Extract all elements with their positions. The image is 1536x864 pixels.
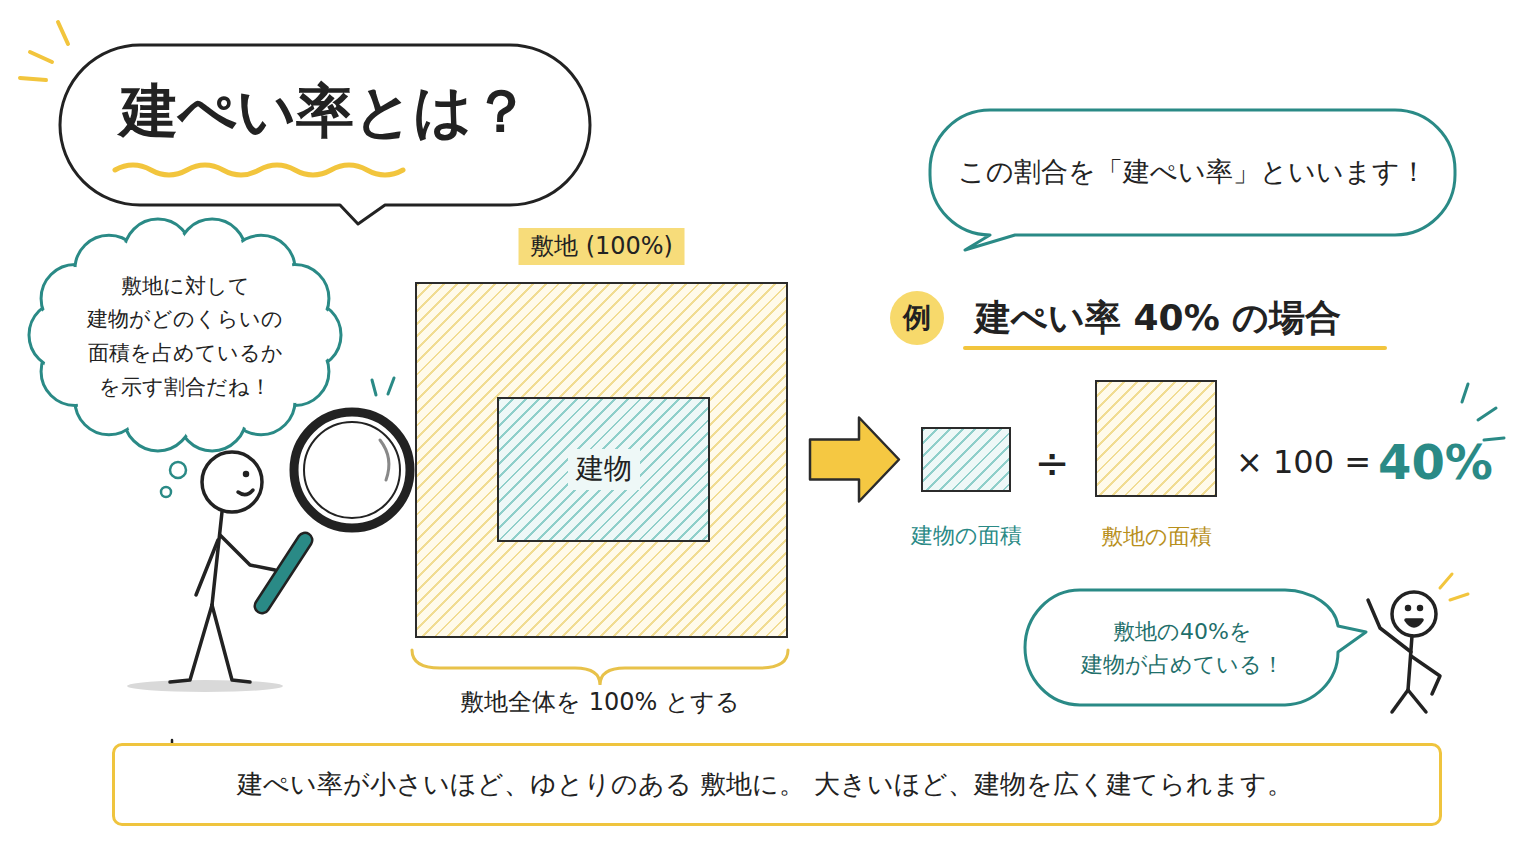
box-text: 敷地の40%を 建物が占めている！ [1028, 615, 1337, 681]
bracket [412, 650, 788, 685]
operator: × 100 = [1236, 443, 1371, 481]
thought-dot [161, 487, 171, 497]
speech-bubble [930, 110, 1455, 250]
title: 建ぺい率とは？ [120, 73, 530, 151]
speech-bubble: 敷地の40%を 建物が占めている！ [1028, 598, 1337, 698]
box-text: 建物 [568, 449, 640, 489]
title-sparks [20, 22, 68, 80]
shadow [127, 680, 283, 692]
magnifier [262, 412, 410, 606]
box-heading: 建物の面積 [911, 522, 1022, 551]
block-arrow [810, 418, 899, 502]
result-value: 40% [1378, 434, 1493, 490]
site-box: 敷地 (100%)建物 [415, 282, 788, 638]
sparks [1462, 384, 1504, 440]
stick-figure [170, 452, 275, 682]
thought-cloud [29, 219, 341, 451]
bracket-label: 敷地全体を 100% とする [460, 686, 740, 718]
box-heading: 敷地の面積 [1101, 523, 1212, 552]
stick-figure [1368, 592, 1440, 712]
box-text: 例 [903, 300, 931, 336]
building-box: 建物 [497, 397, 710, 542]
example-badge: 例 [890, 291, 944, 345]
operator: ÷ [1034, 438, 1069, 487]
title-squiggle [115, 165, 403, 175]
box-text: 敷地に対して 建物がどのくらいの 面積を占めているか を示す割合だね！ [68, 270, 302, 404]
speech-bubble [1025, 590, 1366, 705]
example-heading: 建ぺい率 40% の場合 [975, 294, 1341, 343]
thought-cloud-text: 敷地に対して 建物がどのくらいの 面積を占めているか を示す割合だね！ [68, 262, 302, 412]
title-bubble [60, 45, 590, 224]
box-heading: 敷地 (100%) [518, 228, 685, 265]
box-text: 建ぺい率が小さいほど、ゆとりのある 敷地に。 大きいほど、建物を広く建てられます… [237, 768, 1293, 802]
note-banner: 建ぺい率が小さいほど、ゆとりのある 敷地に。 大きいほど、建物を広く建てられます… [112, 743, 1442, 826]
sparks [1440, 574, 1468, 600]
site-area-square: 敷地の面積 [1095, 380, 1217, 497]
box-text: この割合を「建ぺい率」といいます！ [958, 154, 1427, 189]
sparks [372, 378, 394, 395]
speech-bubble: この割合を「建ぺい率」といいます！ [945, 118, 1440, 226]
thought-dot [170, 462, 186, 478]
building-area-square: 建物の面積 [921, 427, 1011, 492]
underline [965, 346, 1385, 350]
